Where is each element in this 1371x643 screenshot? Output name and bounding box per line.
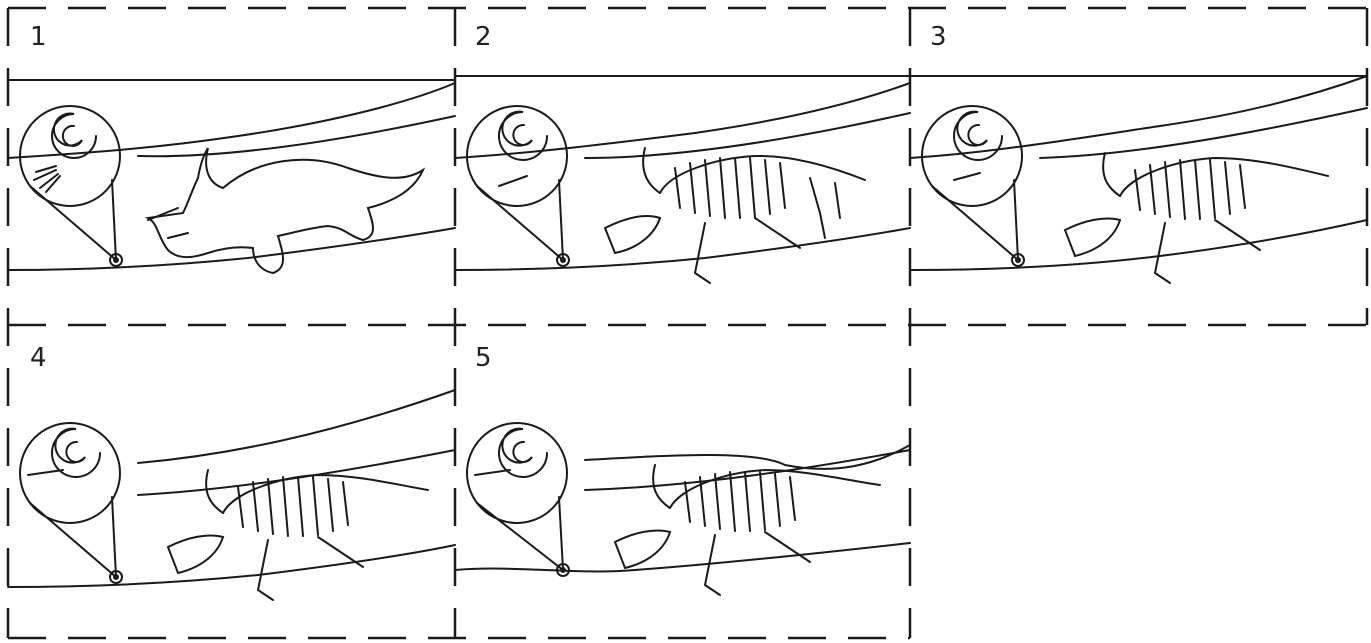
panel-3: 3 xyxy=(910,8,1367,325)
panel-4: 4 xyxy=(8,325,455,638)
panel-1: 1 xyxy=(8,8,455,325)
panel-scene xyxy=(910,8,1367,325)
panel-scene xyxy=(8,325,455,638)
panel-scene xyxy=(8,8,455,325)
panel-scene xyxy=(455,325,910,638)
panel-5: 5 xyxy=(455,325,910,638)
panel-scene xyxy=(455,8,910,325)
panel-2: 2 xyxy=(455,8,910,325)
